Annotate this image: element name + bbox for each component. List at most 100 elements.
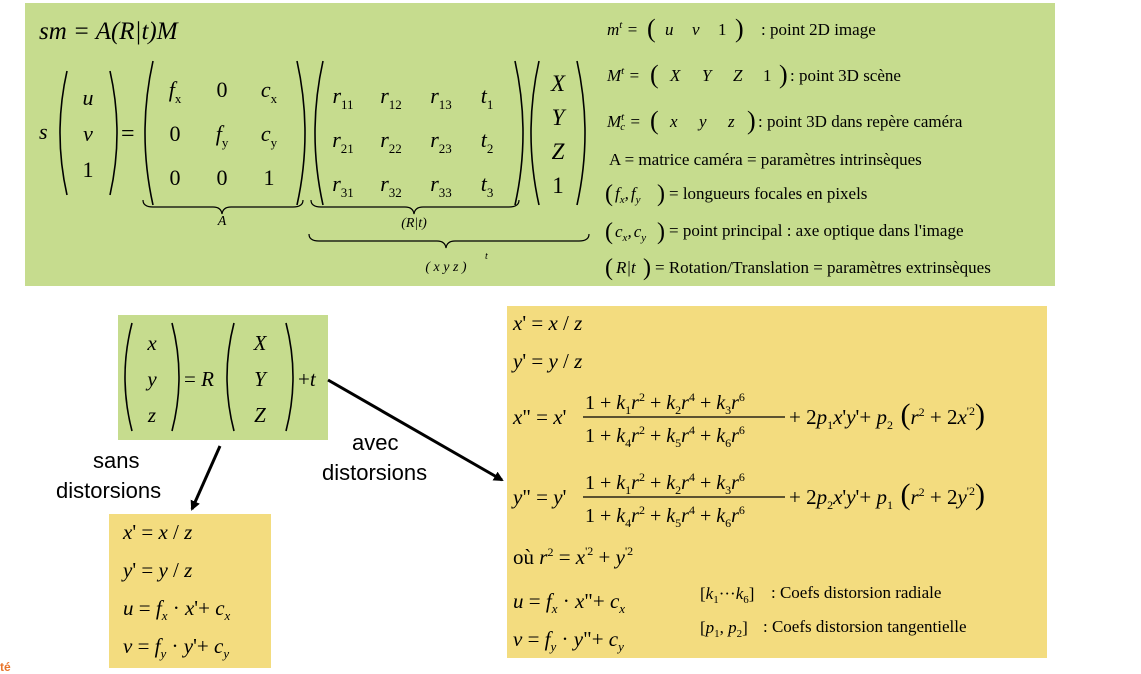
camera-transform-equation: x y z = R X Y Z +t xyxy=(118,315,328,440)
underbrace-label-xyz-sup: t xyxy=(485,251,488,262)
eq-y-prime: y' = y / z xyxy=(121,558,192,582)
camera-transform-box: x y z = R X Y Z +t xyxy=(118,315,328,440)
svg-text:1 + k1r2 + k2r4 + k3r6: 1 + k1r2 + k2r4 + k3r6 xyxy=(585,390,745,417)
label-sans: sans xyxy=(93,448,140,473)
paren-left xyxy=(144,60,154,206)
svg-text:y" = y': y" = y' xyxy=(511,485,566,509)
legend-Rt-desc: = Rotation/Translation = paramètres extr… xyxy=(655,258,991,277)
svg-text:x: x xyxy=(146,331,157,355)
svg-text:= R: = R xyxy=(184,367,214,391)
svg-text:x" = x': x" = x' xyxy=(512,405,566,429)
matrix-A-entry: 1 xyxy=(264,165,275,190)
svg-text:): ) xyxy=(643,255,651,281)
dist-eq-u: u = fx · x"+ cx xyxy=(513,589,625,616)
legend-m-desc: : point 2D image xyxy=(761,20,876,39)
legend-A-desc: A = matrice caméra = paramètres intrinsè… xyxy=(609,150,922,169)
distortion-equations: x' = x / z y' = y / z x" = x' 1 + k1r2 +… xyxy=(507,306,1047,658)
dist-eq-v: v = fy · y"+ cy xyxy=(513,627,624,654)
radial-coef-text: : Coefs distorsion radiale xyxy=(771,583,942,602)
label-sans-distorsions: distorsions xyxy=(56,478,162,503)
svg-text:): ) xyxy=(779,60,788,89)
matrix-A-entry: 0 xyxy=(217,77,228,102)
dist-eq-y-second: y" = y' 1 + k1r2 + k2r4 + k3r6 1 + k4r2 … xyxy=(511,470,985,530)
svg-text:1 + k4r2 + k5r4 + k6r6: 1 + k4r2 + k5r4 + k6r6 xyxy=(585,423,745,450)
svg-text:): ) xyxy=(747,106,756,135)
svg-text:y: y xyxy=(145,367,157,391)
eq-v: v = fy · y'+ cy xyxy=(123,634,229,661)
svg-text:(: ( xyxy=(605,255,613,281)
svg-text:): ) xyxy=(657,219,665,245)
green-background xyxy=(25,3,1055,286)
matrix-A-entry: 0 xyxy=(170,165,181,190)
svg-text:v: v xyxy=(692,20,700,39)
svg-text:Z: Z xyxy=(254,403,266,427)
header-equation: sm = A(R|t)M xyxy=(39,18,179,45)
legend-m-symbol: mt = xyxy=(607,19,638,39)
matrix-A-entry: 0 xyxy=(170,121,181,146)
corner-text: té xyxy=(0,660,11,674)
svg-text:1 + k1r2 + k2r4 + k3r6: 1 + k1r2 + k2r4 + k3r6 xyxy=(585,470,745,497)
dist-eq-x-second: x" = x' 1 + k1r2 + k2r4 + k3r6 1 + k4r2 … xyxy=(512,390,985,450)
no-distortion-box: x' = x / z y' = y / z u = fx · x'+ cx v … xyxy=(109,514,271,668)
vector-uv1-entry: 1 xyxy=(83,157,94,182)
vector-XYZ1-entry: 1 xyxy=(552,173,564,198)
vector-uv1: uv 1 xyxy=(83,85,94,182)
label-avec-distorsions: distorsions xyxy=(322,460,428,485)
vector-XYZ1-entry: Z xyxy=(552,139,565,164)
paren-right xyxy=(296,60,306,206)
dist-eq-y-prime: y' = y / z xyxy=(511,349,582,373)
underbrace-Rt xyxy=(310,199,520,215)
svg-text:(: ( xyxy=(650,106,659,135)
svg-text:+ 2p1x'y'+ p2 (r2 + 2x'2): + 2p1x'y'+ p2 (r2 + 2x'2) xyxy=(789,398,985,432)
underbrace-label-xyz: ( x y z ) xyxy=(425,260,467,275)
svg-text:(: ( xyxy=(650,60,659,89)
svg-text:Z: Z xyxy=(733,66,743,85)
legend-c-desc: = point principal : axe optique dans l'i… xyxy=(669,221,964,240)
scale-s: s xyxy=(39,119,48,144)
svg-text:X: X xyxy=(669,66,681,85)
legend-M-desc: : point 3D scène xyxy=(790,66,901,85)
svg-text:+ 2p2x'y'+ p1 (r2 + 2y'2): + 2p2x'y'+ p1 (r2 + 2y'2) xyxy=(789,478,985,512)
matrix-A-entry: 0 xyxy=(217,165,228,190)
svg-text:(: ( xyxy=(605,219,613,245)
equals-sign: = xyxy=(121,121,135,147)
vector-uv1-entry: u xyxy=(83,85,94,110)
label-avec: avec xyxy=(352,430,399,455)
eq-x-prime: x' = x / z xyxy=(122,520,192,544)
paren-right xyxy=(109,70,118,196)
svg-text:+t: +t xyxy=(298,367,317,391)
paren-left xyxy=(314,60,324,206)
paren-left xyxy=(59,70,68,196)
vector-uv1-entry: v xyxy=(83,121,93,146)
svg-text:y: y xyxy=(697,112,707,131)
tangential-coef-text: : Coefs distorsion tangentielle xyxy=(763,617,967,636)
svg-text:u: u xyxy=(665,20,674,39)
underbrace-label-Rt: (R|t) xyxy=(401,216,427,231)
svg-text:(: ( xyxy=(647,14,656,43)
no-distortion-equations: x' = x / z y' = y / z u = fx · x'+ cx v … xyxy=(109,514,271,668)
svg-text:1: 1 xyxy=(718,20,727,39)
paren-right xyxy=(514,60,524,206)
svg-text:(: ( xyxy=(605,181,613,207)
svg-text:Y: Y xyxy=(254,367,268,391)
svg-text:1: 1 xyxy=(763,66,772,85)
dist-eq-r2: où r2 = x'2 + y'2 xyxy=(513,544,633,569)
svg-text:): ) xyxy=(657,181,665,207)
svg-text:z: z xyxy=(727,112,735,131)
underbrace-label-A: A xyxy=(217,214,227,229)
vector-XYZ1-entry: X xyxy=(550,71,566,96)
underbrace-A xyxy=(142,199,304,215)
dist-eq-x-prime: x' = x / z xyxy=(512,311,582,335)
legend-M-symbol: Mt = xyxy=(606,65,640,85)
svg-text:x: x xyxy=(669,112,678,131)
svg-text:1 + k4r2 + k5r4 + k6r6: 1 + k4r2 + k5r4 + k6r6 xyxy=(585,503,745,530)
legend-Rt-symbol: R|t xyxy=(615,258,637,277)
svg-text:): ) xyxy=(735,14,744,43)
svg-text:Y: Y xyxy=(702,66,713,85)
legend-f-desc: = longueurs focales en pixels xyxy=(669,184,868,203)
distortion-box: x' = x / z y' = y / z x" = x' 1 + k1r2 +… xyxy=(507,306,1047,658)
